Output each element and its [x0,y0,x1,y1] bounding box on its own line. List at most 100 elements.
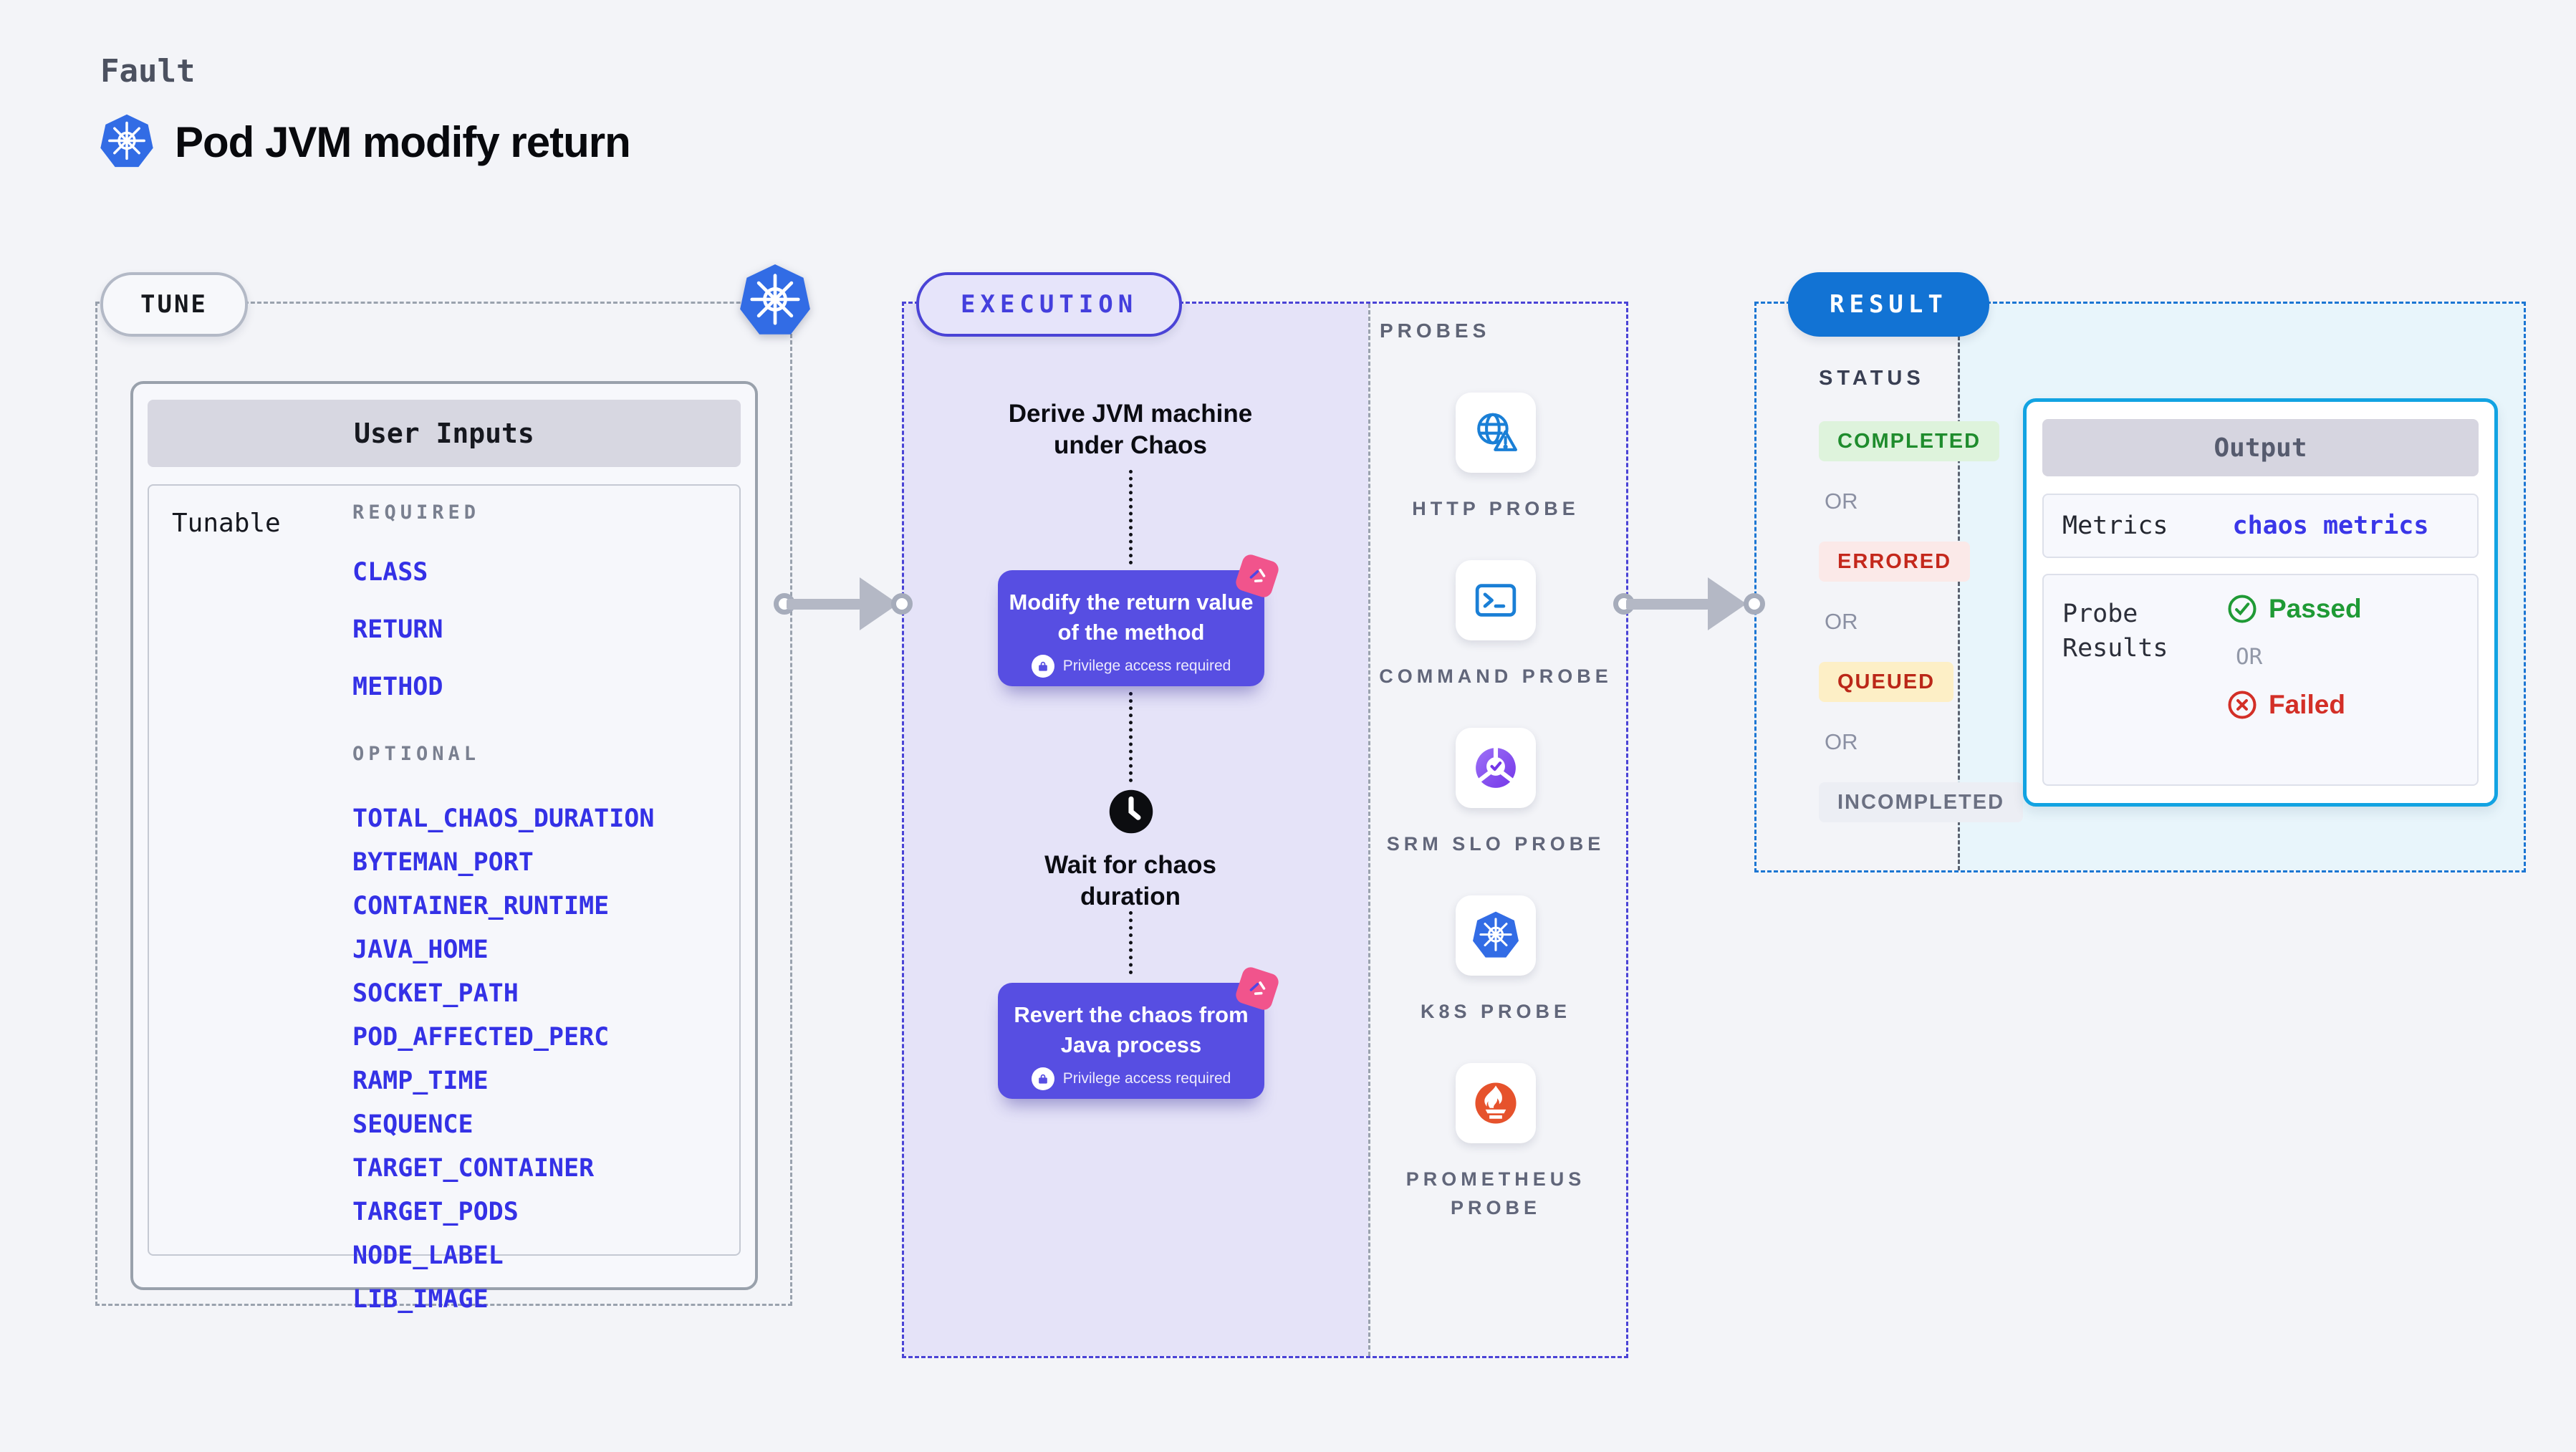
execution-section-label: EXECUTION [916,272,1183,337]
output-title: Output [2042,419,2479,476]
optional-param: BYTEMAN_PORT [352,848,534,877]
optional-param: NODE_LABEL [352,1241,504,1270]
optional-param: TARGET_PODS [352,1198,519,1226]
optional-param: SOCKET_PATH [352,979,519,1008]
modify-step-box: Modify the return value of the method Pr… [998,552,1281,686]
status-item: QUEUED OR [1819,662,2023,782]
globe-warning-icon [1477,413,1517,451]
revert-step-text: Revert the chaos from Java process [1014,1002,1249,1057]
execution-probes-divider [1368,304,1370,1356]
lock-icon [1031,1067,1054,1090]
probe-label: PROMETHEUS PROBE [1405,1168,1586,1218]
arrow-line [1626,599,1709,610]
failed-row: Failed [2227,690,2362,720]
page-title-row: Pod JVM modify return [99,113,631,170]
probe-results-row: Probe Results Passed OR Failed [2042,574,2479,786]
status-list: COMPLETED OR ERRORED OR QUEUED OR INCOMP… [1819,421,2024,822]
revert-step-box: Revert the chaos from Java process Privi… [998,965,1281,1099]
probe-label: COMMAND PROBE [1379,665,1613,687]
optional-param: SEQUENCE [352,1110,474,1139]
probe-icon-card [1456,1063,1536,1143]
probe-item: SRM SLO PROBE [1378,728,1614,858]
or-separator: OR [1825,489,1858,514]
arrow-head [1708,577,1746,630]
or-separator: OR [1825,729,1858,754]
connector-dot [891,593,913,615]
status-item: COMPLETED OR [1819,421,2023,542]
required-param: METHOD [352,673,443,701]
probe-item: K8S PROBE [1378,895,1614,1026]
arrow-line [787,599,861,610]
probe-icon-card [1456,393,1536,473]
optional-param: CONTAINER_RUNTIME [352,892,610,920]
optional-param: JAVA_HOME [352,936,489,964]
wait-step-text: Wait for chaos duration [1044,851,1216,910]
metrics-row: Metrics chaos metrics [2042,494,2479,558]
status-badge: COMPLETED [1819,421,2000,461]
probes-list: HTTP PROBE [1370,393,1622,1222]
optional-params-list: TOTAL_CHAOS_DURATION BYTEMAN_PORT CONTAINE… [352,789,654,1314]
privilege-note: Privilege access required [998,655,1264,678]
failed-label: Failed [2269,690,2345,719]
status-item: INCOMPLETED [1819,782,2024,822]
probe-item: HTTP PROBE [1378,393,1614,523]
kubernetes-icon [738,262,812,340]
status-badge: INCOMPLETED [1819,782,2024,822]
tune-section-box [95,302,792,1306]
or-separator: OR [1825,609,1858,634]
derive-step-text: Derive JVM machine under Chaos [1008,400,1253,459]
probe-item: PROMETHEUS PROBE [1378,1063,1614,1222]
optional-heading: OPTIONAL [352,743,481,765]
params-column: REQUIRED CLASS RETURN METHOD OPTIONAL TOTA… [352,501,654,1314]
optional-param: TARGET_CONTAINER [352,1154,595,1183]
check-circle-icon [2228,595,2257,623]
kubernetes-icon [1471,911,1520,959]
required-param: RETURN [352,615,443,644]
user-inputs-title: User Inputs [148,400,741,467]
passed-label: Passed [2269,594,2362,623]
slo-check-icon [1476,744,1516,788]
modify-step-text: Modify the return value of the method [1009,590,1254,645]
output-card: Output Metrics chaos metrics Probe Resul… [2023,398,2498,807]
passed-row: Passed [2227,594,2362,624]
required-params-list: CLASS RETURN METHOD [352,529,654,701]
probe-label: K8S PROBE [1420,1001,1572,1022]
clock-icon [1107,788,1155,835]
status-badge: ERRORED [1819,542,1971,582]
probe-icon-card [1456,895,1536,976]
chaos-badge-icon [1234,552,1281,600]
probe-item: COMMAND PROBE [1378,560,1614,691]
prometheus-icon [1475,1082,1517,1124]
metrics-label: Metrics [2062,511,2168,540]
privilege-note-text: Privilege access required [1062,1070,1231,1087]
status-heading: STATUS [1819,367,1925,390]
kubernetes-icon [99,113,155,168]
or-separator: OR [2236,644,2263,670]
required-param: CLASS [352,558,428,587]
optional-param: LIB_IMAGE [352,1285,489,1314]
tune-section-label: TUNE [100,272,248,337]
optional-param: RAMP_TIME [352,1067,489,1095]
required-heading: REQUIRED [352,501,481,524]
probe-icon-card [1456,728,1536,808]
chaos-badge-icon [1234,965,1281,1012]
status-item: ERRORED OR [1819,542,2023,662]
probes-heading: PROBES [1380,319,1491,342]
probe-label: HTTP PROBE [1412,498,1580,519]
fault-eyebrow: Fault [100,53,196,90]
probe-label: SRM SLO PROBE [1386,833,1605,855]
terminal-icon [1475,584,1517,617]
step-connector [1129,692,1133,782]
step-connector [1129,911,1133,974]
probe-icon-card [1456,560,1536,640]
connector-dot [1744,593,1765,615]
privilege-note: Privilege access required [998,1067,1264,1090]
optional-param: TOTAL_CHAOS_DURATION [352,804,655,833]
privilege-note-text: Privilege access required [1062,658,1231,674]
status-badge: QUEUED [1819,662,1954,702]
lock-icon [1031,655,1054,678]
metrics-value: chaos metrics [2232,511,2429,540]
